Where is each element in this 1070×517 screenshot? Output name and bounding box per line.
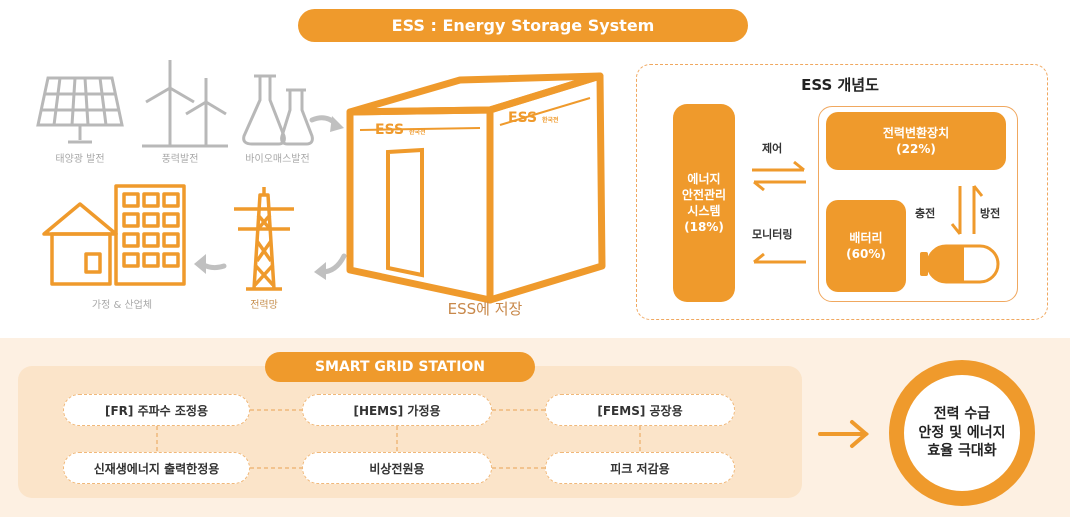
monitoring-label: 모니터링: [752, 228, 793, 241]
ess-container-illustration: [346, 72, 606, 304]
battery-box: 배터리 (60%): [826, 200, 906, 292]
monitoring-arrow-icon: [753, 252, 806, 264]
solar-label: 태양광 발전: [55, 154, 105, 165]
control-arrows-icon: [752, 160, 806, 192]
result-circle: 전력 수급 안정 및 에너지 효율 극대화: [889, 360, 1035, 506]
transmission-tower-icon: [234, 187, 294, 291]
result-text: 전력 수급 안정 및 에너지 효율 극대화: [918, 405, 1006, 460]
battery-icon: [920, 244, 1000, 284]
flask-icon: [242, 74, 314, 146]
ess-logo-text: ESS: [375, 122, 405, 138]
grid-item-hems: [HEMS] 가정용: [302, 394, 492, 426]
ess-logo-right: ESS 한국전: [508, 110, 559, 126]
concept-title: ESS 개념도: [801, 76, 879, 94]
grid-item-peak: 피크 저감용: [545, 452, 735, 484]
ess-logo-small: 한국전: [408, 129, 426, 136]
solar-panel-icon: [36, 76, 124, 144]
charge-label: 충전: [915, 207, 936, 220]
grid-item-fr: [FR] 주파수 조정용: [63, 394, 250, 426]
home-label: 가정 & 산업체: [91, 300, 153, 311]
ess-concept-panel: [636, 64, 1048, 320]
wind-turbine-icon: [142, 60, 228, 148]
arrow-left-icon: [314, 253, 347, 280]
arrow-right-result-icon: [818, 420, 870, 448]
ess-logo-left: ESS 한국전: [375, 122, 426, 138]
grid-item-emergency: 비상전원용: [302, 452, 492, 484]
wind-label: 풍력발전: [161, 154, 199, 165]
smart-grid-title: SMART GRID STATION: [265, 352, 535, 382]
control-label: 제어: [762, 142, 783, 155]
ess-storage-label: ESS에 저장: [447, 300, 523, 318]
ess-logo-text-right: ESS: [508, 110, 538, 126]
arrow-left-icon-2: [194, 254, 227, 274]
header-title: ESS : Energy Storage System: [298, 9, 748, 42]
ems-box: 에너지 안전관리 시스템 (18%): [673, 104, 735, 302]
pcs-outline: [818, 106, 1018, 302]
grid-label: 전력망: [250, 300, 278, 311]
charge-discharge-arrows-icon: [950, 185, 984, 235]
grid-item-fems: [FEMS] 공장용: [545, 394, 735, 426]
discharge-label: 방전: [980, 207, 1001, 220]
house-building-icon: [42, 184, 186, 286]
pcs-box: 전력변환장치 (22%): [826, 112, 1006, 170]
arrow-right-icon: [309, 115, 344, 132]
grid-item-renewable: 신재생에너지 출력한정용: [63, 452, 250, 484]
ess-logo-small-right: 한국전: [541, 117, 559, 124]
bio-label: 바이오매스발전: [245, 154, 310, 165]
